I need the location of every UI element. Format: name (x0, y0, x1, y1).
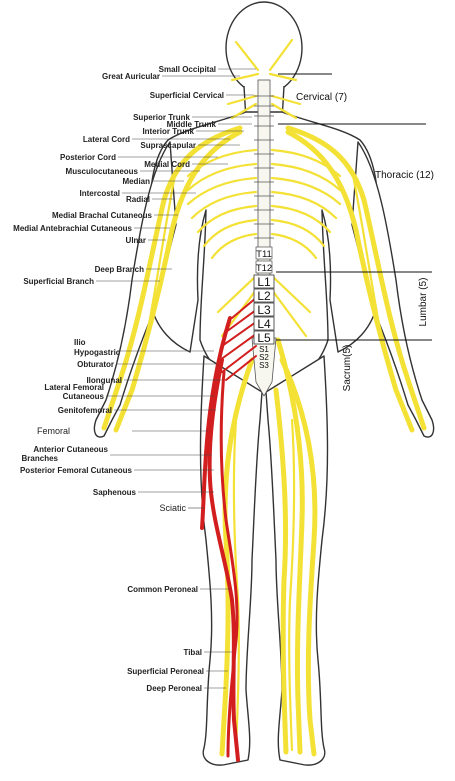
region-thoracic: Thoracic (12) (375, 170, 434, 181)
label-ilio: Ilio (74, 338, 86, 347)
label-median: Median (122, 177, 150, 186)
vertebra-box-T12 (255, 260, 273, 274)
vertebra-box-T11 (255, 246, 273, 260)
label-posterior-cord: Posterior Cord (60, 153, 116, 162)
label-anterior-cutaneous: Anterior Cutaneous (33, 445, 108, 454)
intercostal-2 (186, 162, 342, 192)
vertebra-box-L4 (253, 316, 275, 331)
label-ilioinguinal: Ilongunal (86, 376, 122, 385)
label-medial-brachial-cutaneous: Medial Brachal Cutaneous (52, 211, 153, 220)
label-cutaneous: Cutaneous (63, 392, 105, 401)
label-intercostal: Intercostal (80, 189, 120, 198)
intercostal-4 (190, 190, 338, 220)
label-deep-branch: Deep Branch (95, 265, 144, 274)
vertebra-box-L2 (253, 288, 275, 303)
vertebra-S1: S1 (259, 345, 269, 354)
abdominal-nerves (216, 274, 312, 338)
label-tibal: Tibal (183, 648, 202, 657)
label-posterior-femoral-cutaneous: Posterior Femoral Cutaneous (20, 466, 133, 475)
label-leader-lines (96, 68, 256, 689)
label-saphenous: Saphenous (93, 488, 137, 497)
intercostal-3 (186, 176, 342, 206)
region-cervical: Cervical (7) (296, 92, 347, 103)
lumbar-plexus-red (219, 297, 257, 381)
vertebra-box-L1 (253, 274, 275, 289)
intercostal-5 (196, 204, 332, 234)
cervical-nerves (226, 94, 302, 120)
intercostal-6 (202, 218, 326, 248)
label-hypogastric: Hypogastric (74, 348, 121, 357)
vertebra-S3: S3 (259, 361, 269, 370)
vertebra-box-L3 (253, 302, 275, 317)
femoral-nerve-red (200, 316, 232, 530)
right-leg-nerve-1 (275, 337, 305, 755)
right-arm-nerve-1 (285, 125, 427, 431)
label-branches: Branches (22, 454, 59, 463)
vertebra-L1: L1 (257, 275, 271, 289)
right-leg-nerve-2 (279, 357, 318, 757)
spinal-regions (276, 73, 432, 341)
intercostal-7 (210, 232, 318, 260)
label-radial: Radial (126, 195, 150, 204)
label-middle-trunk: Middle Trunk (167, 120, 217, 129)
vertebra-T12: T12 (256, 263, 272, 274)
left-leg-nerve-yellow (219, 357, 255, 757)
label-superficial-branch: Superficial Branch (23, 277, 94, 286)
label-medial-antebrachial-cutaneous: Medial Antebrachial Cutaneous (13, 224, 132, 233)
label-obturator: Obturator (77, 360, 114, 369)
vertebra-L5: L5 (257, 331, 271, 345)
label-superficial-cervical: Superficial Cervical (150, 91, 224, 100)
label-superficial-peroneal: Superficial Peroneal (127, 667, 204, 676)
vertebra-L4: L4 (257, 317, 271, 331)
vertebra-labels: T11 T12 L1 L2 L3 L4 L5 S1 S2 S3 (253, 246, 275, 370)
label-interior-trunk: Interior Trunk (142, 127, 194, 136)
left-arm-nerve-3 (116, 168, 178, 430)
label-genitofemoral: Genitofemoral (58, 406, 112, 415)
right-arm-nerve-3 (350, 168, 412, 430)
label-medial-cord: Medial Cord (144, 160, 190, 169)
vertebra-ticks (254, 95, 274, 239)
right-leg-nerve-3 (273, 387, 289, 755)
label-deep-peroneal: Deep Peroneal (146, 684, 202, 693)
label-lateral-femoral: Lateral Femoral (44, 383, 104, 392)
intercostal-1 (186, 148, 342, 178)
occipital-nerve (230, 38, 298, 82)
vertebra-box-L5 (253, 330, 275, 345)
right-leg-nerve-small (288, 418, 296, 752)
region-lumbar: Lumbar (5) (418, 278, 429, 327)
label-great-auricular: Great Auricular (102, 72, 160, 81)
peripheral-nerves (101, 38, 427, 757)
sciatic-femoral-highlight (200, 297, 257, 762)
label-small-occipital: Small Occipital (159, 65, 216, 74)
label-ulnar: Ulnar (126, 236, 146, 245)
label-common-peroneal: Common Peroneal (127, 585, 198, 594)
label-musculocutaneous: Musculocutaneous (66, 167, 139, 176)
nerve-labels: Small Occipital Great Auricular Superfic… (13, 65, 224, 693)
vertebra-T11: T11 (256, 249, 272, 260)
sciatic-nerve-red-2 (219, 370, 239, 758)
vertebra-L3: L3 (257, 303, 271, 317)
label-femoral: Femoral (37, 426, 70, 436)
label-sciatic: Sciatic (159, 503, 186, 513)
label-lateral-cord: Lateral Cord (83, 135, 130, 144)
label-superior-trunk: Superior Trunk (133, 113, 190, 122)
vertebra-L2: L2 (257, 289, 271, 303)
region-sacrum: Sacrum(5) (342, 345, 353, 392)
label-suprascapular: Suprascapular (140, 141, 196, 150)
vertebra-S2: S2 (259, 353, 269, 362)
